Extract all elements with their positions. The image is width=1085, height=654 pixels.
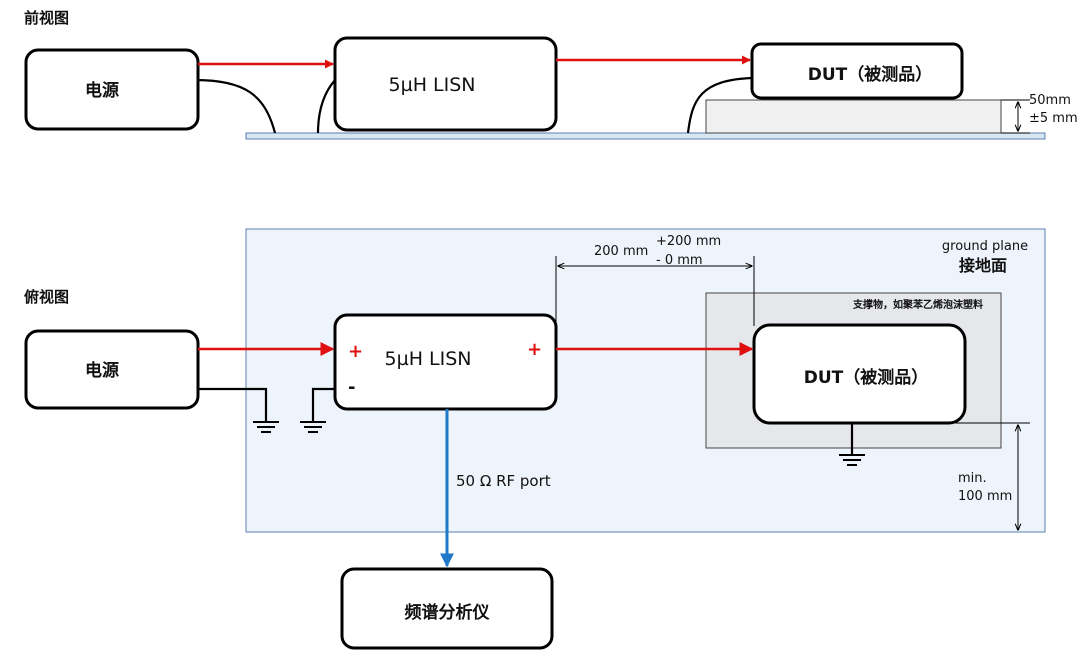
front-power-label: 电源 <box>85 80 119 101</box>
distance-tol-minus-label: - 0 mm <box>656 253 703 268</box>
front-height-label-1: 50mm <box>1029 93 1071 108</box>
front-lisn-cable <box>316 79 336 134</box>
front-view-title: 前视图 <box>24 9 69 27</box>
power-ground-wire <box>198 387 268 422</box>
ground-plane-label-zh: 接地面 <box>959 256 1007 275</box>
front-height-label-2: ±5 mm <box>1029 111 1078 126</box>
distance-main-label: 200 mm <box>594 244 648 259</box>
spectrum-analyzer-label: 频谱分析仪 <box>405 602 491 623</box>
support-label: 支撑物，如聚苯乙烯泡沫塑料 <box>852 298 983 311</box>
dut-ground-symbol <box>839 454 865 466</box>
top-view: 俯视图 ground plane 接地面 支撑物，如聚苯乙烯泡沫塑料 200 m… <box>24 228 1046 650</box>
lisn-minus-ground-wire <box>311 387 335 422</box>
front-lisn-box <box>333 36 558 132</box>
min-dist-label-2: 100 mm <box>958 489 1012 504</box>
front-lisn-label: 5µH LISN <box>389 74 476 96</box>
rf-port-label: 50 Ω RF port <box>456 472 551 490</box>
front-view: 前视图 50mm ±5 mm 电源 5µH LISN DUT（被测品） <box>24 9 1078 140</box>
front-power-cable <box>194 78 277 134</box>
top-power-label: 电源 <box>85 360 119 381</box>
spectrum-analyzer-box <box>340 567 554 650</box>
top-power-box <box>24 329 200 410</box>
front-dut-cable <box>686 76 753 134</box>
top-dut-box <box>752 323 967 425</box>
front-dut-box <box>750 42 964 100</box>
power-ground-symbol <box>253 421 279 433</box>
lisn-plus-left: + <box>348 341 363 362</box>
front-power-box <box>24 48 200 131</box>
front-dut-label: DUT（被测品） <box>808 64 933 85</box>
lisn-ground-symbol <box>300 421 326 433</box>
min-dist-label-1: min. <box>958 471 987 486</box>
top-dut-label: DUT（被测品） <box>804 367 929 388</box>
front-dut-support <box>705 99 1002 134</box>
top-lisn-label: 5µH LISN <box>385 348 472 370</box>
distance-tol-plus-label: +200 mm <box>656 234 721 249</box>
lisn-minus: - <box>348 377 355 398</box>
front-ground-plane <box>245 132 1046 140</box>
top-view-title: 俯视图 <box>24 288 69 306</box>
lisn-plus-right: + <box>527 339 542 360</box>
ground-plane-label-en: ground plane <box>942 239 1028 254</box>
